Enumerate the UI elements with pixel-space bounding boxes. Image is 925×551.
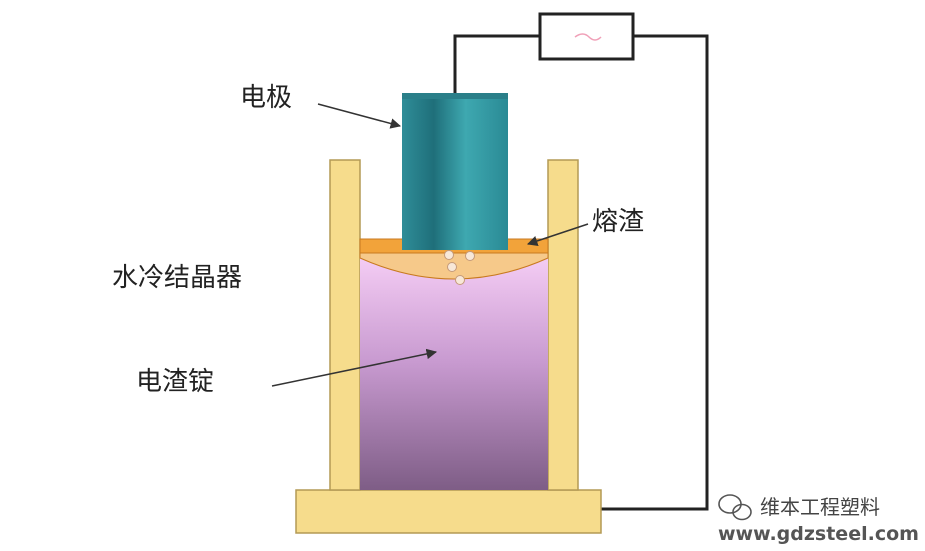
mold-base [295,489,602,534]
watermark-website: www.gdzsteel.com [718,523,919,545]
esr-ingot [360,258,548,490]
ingot-pointer-arrow [271,348,438,387]
watermark-brand: 维本工程塑料 [760,495,880,519]
mold-wall-left [329,159,361,491]
wechat-icon [718,494,752,521]
resistor-icon [538,12,635,61]
metal-droplets [444,250,475,285]
label-electrode: 电极 [240,83,292,113]
electrode-top-edge [402,93,508,99]
mold-wall-right [547,159,579,491]
circuit-wire [453,34,709,511]
label-ingot: 电渣锭 [136,367,214,397]
label-crystallizer: 水冷结晶器 [112,263,242,293]
label-molten-slag: 熔渣 [592,207,644,237]
electrode-pointer-arrow [317,103,402,129]
electrode [402,93,508,250]
slag-pointer-arrow [527,223,589,246]
